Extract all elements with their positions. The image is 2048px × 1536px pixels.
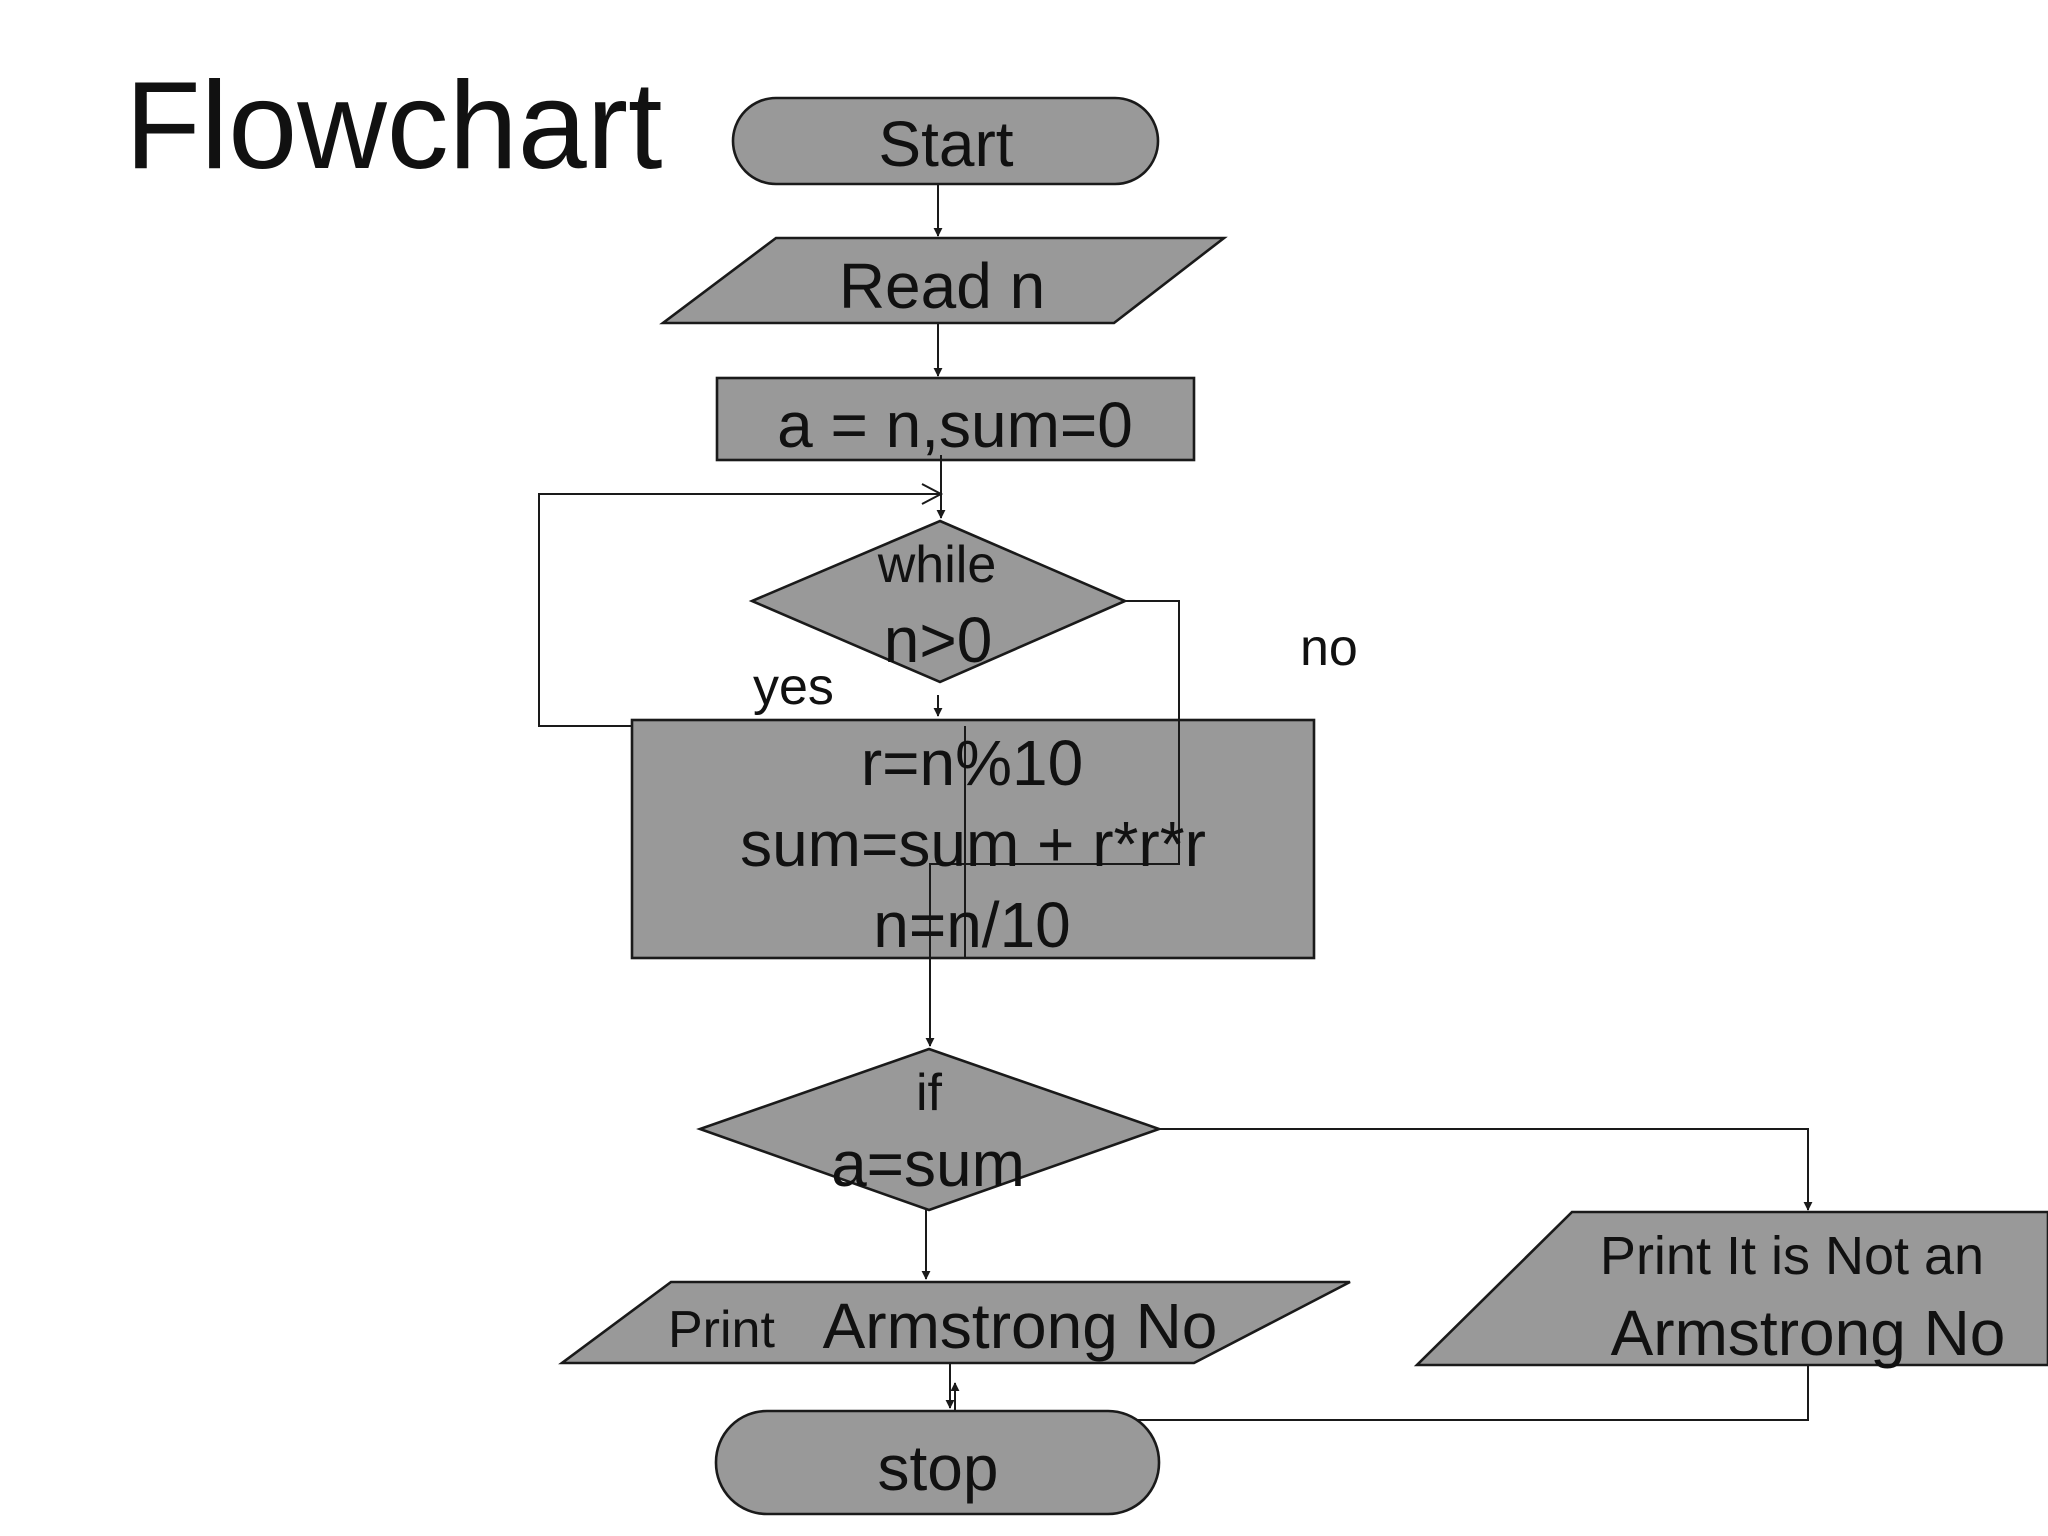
while-label-line2: n>0 <box>884 604 993 676</box>
print-armstrong-output <box>558 1280 1351 1365</box>
init-label: a = n,sum=0 <box>777 389 1133 461</box>
read-input <box>659 236 1228 325</box>
start-label: Start <box>878 108 1013 180</box>
print-armstrong-prefix: Print <box>668 1301 775 1359</box>
print-not-armstrong-output <box>1413 1210 2048 1367</box>
read-label: Read n <box>839 250 1045 322</box>
loop-body-process <box>630 718 1316 960</box>
print-armstrong-label: Armstrong No <box>823 1290 1218 1362</box>
yes-label: yes <box>753 658 834 716</box>
no-label: no <box>1300 619 1358 677</box>
body-label-line2: sum=sum + r*r*r <box>740 808 1206 880</box>
print-not-armstrong-line1: Print It is Not an <box>1600 1226 1984 1286</box>
print-not-armstrong-line2: Armstrong No <box>1611 1297 2006 1369</box>
loop-back-arrowhead <box>921 483 944 505</box>
init-process <box>715 376 1196 462</box>
while-no-connector <box>925 600 1180 1047</box>
connector-print-not-stop <box>950 1365 1809 1421</box>
arrow-if-print-no <box>1159 1128 1813 1211</box>
body-label-line1: r=n%10 <box>861 727 1083 799</box>
if-decision <box>696 1047 1163 1212</box>
stop-label: stop <box>878 1432 999 1504</box>
while-decision <box>748 519 1129 684</box>
while-label-line1: while <box>877 536 997 594</box>
body-label-line3: n=n/10 <box>873 889 1071 961</box>
if-label-line2: a=sum <box>831 1128 1025 1200</box>
start-terminator <box>731 96 1160 186</box>
page-title: Flowchart <box>125 57 662 195</box>
if-label-line1: if <box>916 1064 943 1122</box>
stop-terminator <box>714 1409 1161 1516</box>
